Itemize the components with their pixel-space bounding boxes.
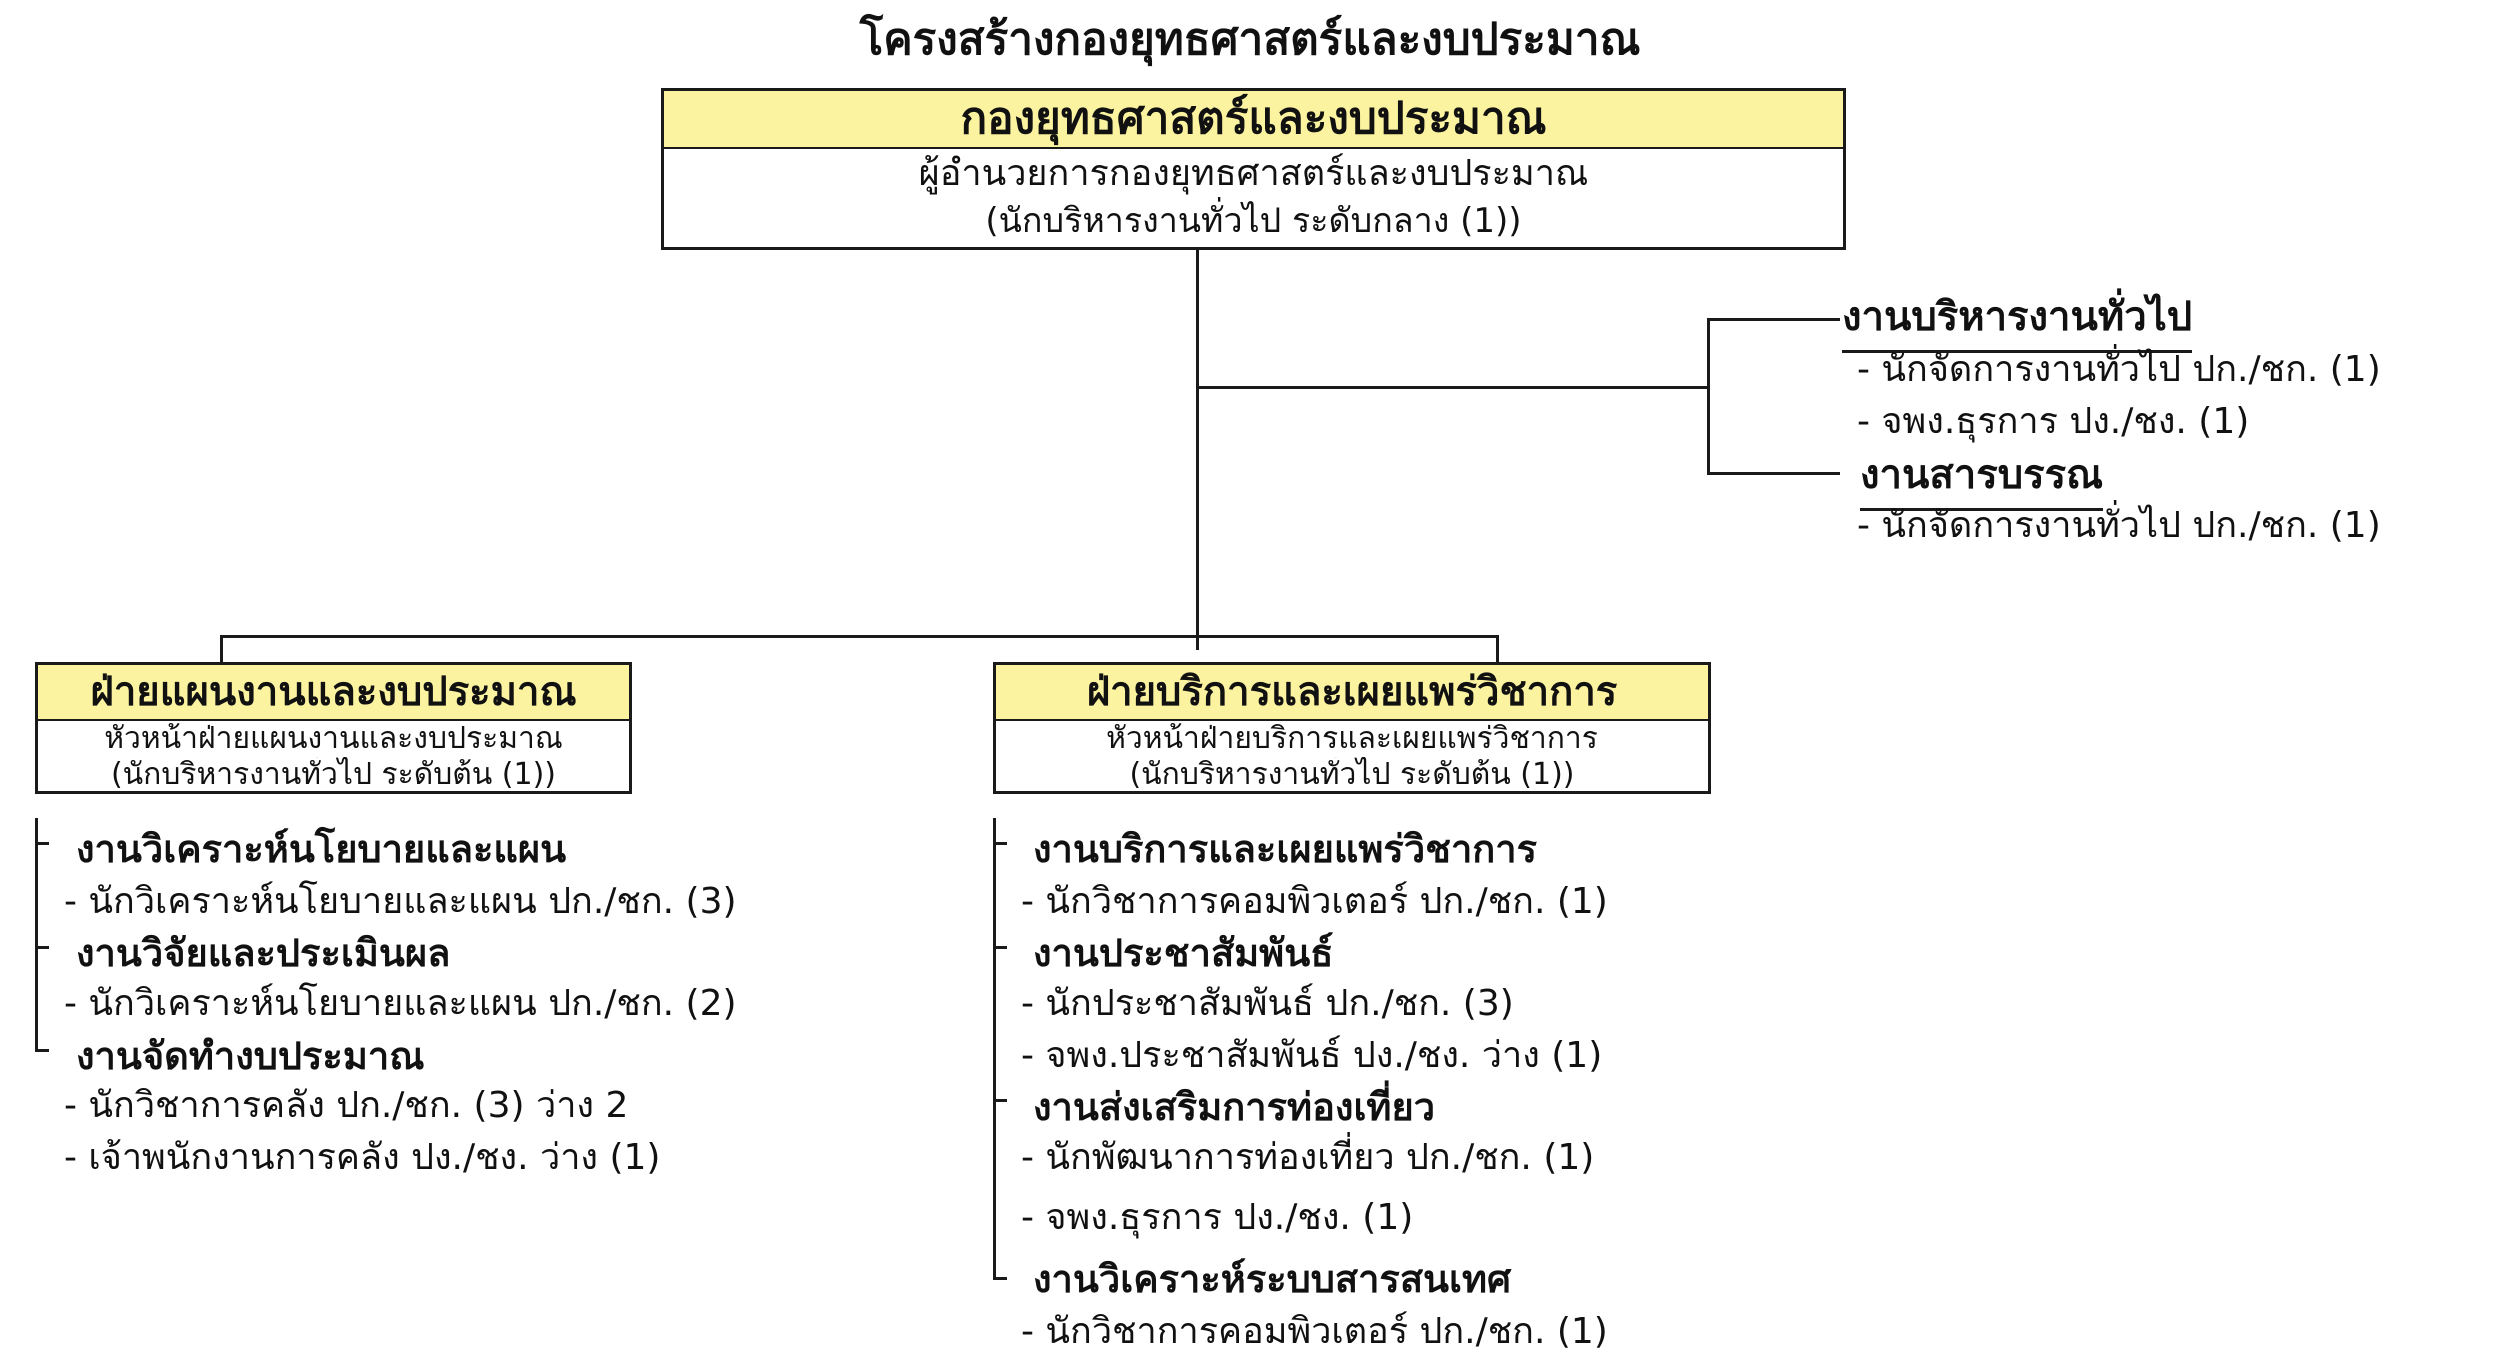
right-unit-2-item-1: - นักจัดการงานทั่วไป ปก./ชก. (1) — [1857, 505, 2381, 546]
right-division-level: (นักบริหารงานทั่วไป ระดับต้น (1)) — [1129, 757, 1575, 792]
right-division-drop — [1496, 635, 1499, 665]
right-section-2-item-1: - นักประชาสัมพันธ์ ปก./ชก. (3) — [1021, 983, 1514, 1024]
top-org-position: ผู้อำนวยการกองยุทธศาสตร์และงบประมาณ — [918, 153, 1589, 194]
page-title: โครงสร้างกองยุทธศาสตร์และงบประมาณ — [859, 14, 1641, 65]
right-section-1-item-1: - นักวิชาการคอมพิวเตอร์ ปก./ชก. (1) — [1021, 881, 1608, 922]
left-section-1-item-1: - นักวิเคราะห์นโยบายและแผน ปก./ชก. (3) — [64, 881, 737, 922]
left-division-drop — [220, 635, 223, 665]
right-section-4: งานวิเคราะห์ระบบสารสนเทศ — [1033, 1257, 1512, 1301]
top-org-name: กองยุทธศาสตร์และงบประมาณ — [664, 91, 1843, 149]
right-unit-general-admin: งานบริหารงานทั่วไป — [1842, 284, 2193, 353]
right-division-position: หัวหน้าฝ่ายบริการและเผยแพร่วิชาการ — [1106, 721, 1598, 756]
divisions-horizontal-line — [220, 635, 1499, 638]
left-division-position: หัวหน้าฝ่ายแผนงานและงบประมาณ — [104, 721, 563, 756]
right-section-3-item-2: - จพง.ธุรการ ปง./ชง. (1) — [1021, 1197, 1414, 1238]
right-section-2: งานประชาสัมพันธ์ — [1033, 931, 1334, 975]
right-section-1: งานบริการและเผยแพร่วิชาการ — [1033, 827, 1538, 871]
left-section-3-item-1: - นักวิชาการคลัง ปก./ชก. (3) ว่าง 2 — [64, 1085, 629, 1126]
right-unit-1-item-1: - นักจัดการงานทั่วไป ปก./ชก. (1) — [1857, 349, 2381, 390]
left-division-name: ฝ่ายแผนงานและงบประมาณ — [38, 665, 629, 721]
right-division-box: ฝ่ายบริการและเผยแพร่วิชาการ หัวหน้าฝ่ายบ… — [993, 662, 1711, 794]
left-section-2: งานวิจัยและประเมินผล — [76, 931, 451, 975]
right-unit-2-connector — [1707, 472, 1840, 475]
right-sections-vertical — [993, 818, 996, 1280]
left-sections-vertical — [35, 818, 38, 1052]
top-org-box: กองยุทธศาสตร์และงบประมาณ ผู้อำนวยการกองย… — [661, 88, 1846, 250]
top-org-level: (นักบริหารงานทั่วไป ระดับกลาง (1)) — [985, 201, 1522, 241]
right-division-name: ฝ่ายบริการและเผยแพร่วิชาการ — [996, 665, 1708, 721]
left-division-box: ฝ่ายแผนงานและงบประมาณ หัวหน้าฝ่ายแผนงานแ… — [35, 662, 632, 794]
left-section-3-item-2: - เจ้าพนักงานการคลัง ปง./ชง. ว่าง (1) — [64, 1137, 661, 1178]
right-section-2-item-2: - จพง.ประชาสัมพันธ์ ปง./ชง. ว่าง (1) — [1021, 1035, 1603, 1076]
right-units-vertical — [1707, 318, 1710, 474]
right-sec-3-tick — [993, 1099, 1007, 1102]
right-section-3-item-1: - นักพัฒนาการท่องเที่ยว ปก./ชก. (1) — [1021, 1137, 1595, 1178]
right-sec-4-tick — [993, 1277, 1007, 1280]
right-sec-2-tick — [993, 946, 1007, 949]
branch-to-right-units — [1196, 386, 1710, 389]
main-vertical-line — [1196, 250, 1199, 650]
right-section-3: งานส่งเสริมการท่องเที่ยว — [1033, 1085, 1436, 1129]
right-section-4-item-1: - นักวิชาการคอมพิวเตอร์ ปก./ชก. (1) — [1021, 1311, 1608, 1352]
left-section-3: งานจัดทำงบประมาณ — [76, 1034, 425, 1078]
left-sec-3-tick — [35, 1049, 49, 1052]
left-division-level: (นักบริหารงานทั่วไป ระดับต้น (1)) — [110, 757, 557, 792]
left-sec-1-tick — [35, 842, 49, 845]
right-unit-1-connector — [1707, 318, 1840, 321]
left-sec-2-tick — [35, 946, 49, 949]
left-section-1: งานวิเคราะห์นโยบายและแผน — [76, 827, 567, 871]
right-sec-1-tick — [993, 842, 1007, 845]
right-unit-correspondence: งานสารบรรณ — [1860, 442, 2104, 511]
right-unit-1-item-2: - จพง.ธุรการ ปง./ชง. (1) — [1857, 401, 2250, 442]
left-section-2-item-1: - นักวิเคราะห์นโยบายและแผน ปก./ชก. (2) — [64, 983, 737, 1024]
